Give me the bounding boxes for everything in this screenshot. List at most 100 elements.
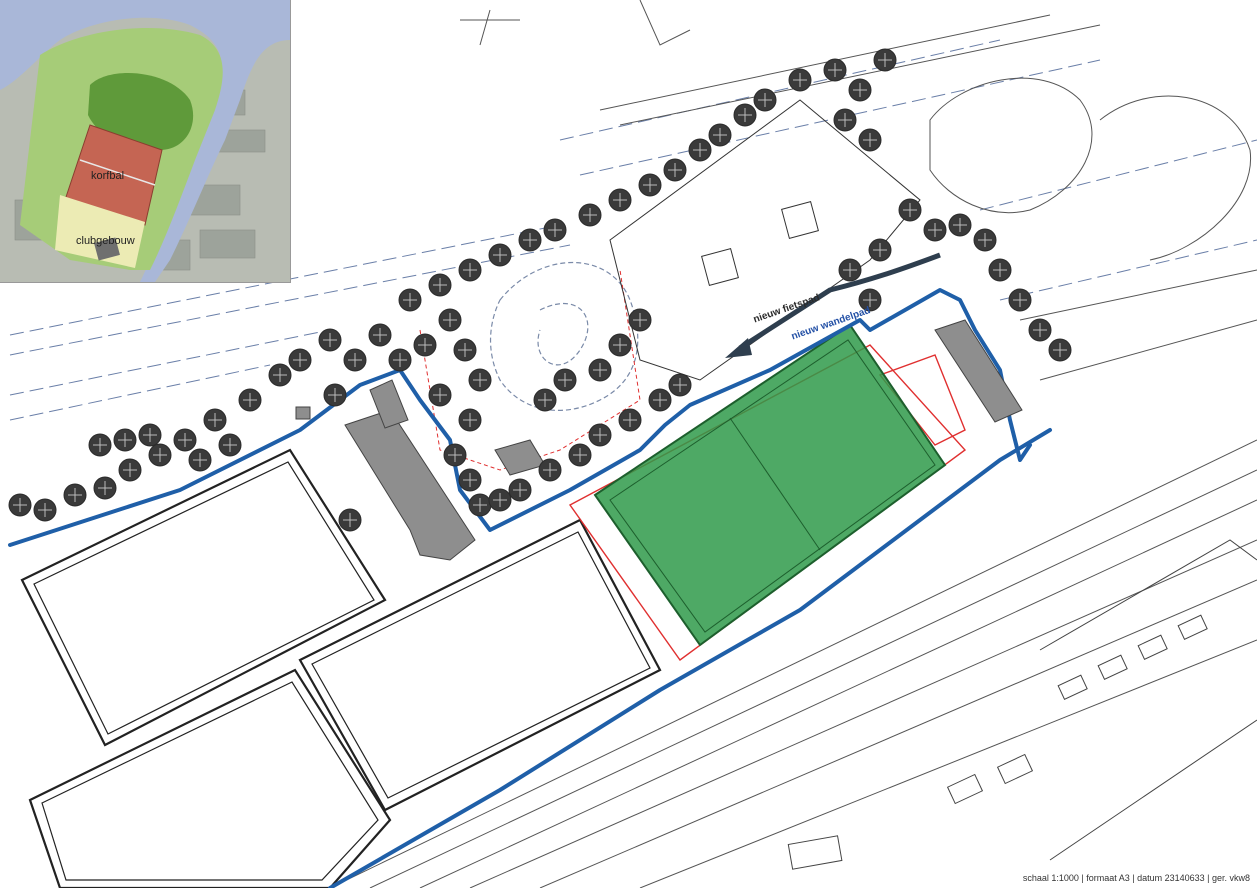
tree-symbol-cross [523,233,537,247]
tree-symbol-cross [548,223,562,237]
tree-symbol-cross [993,263,1007,277]
tree-symbol-cross [153,448,167,462]
tree-symbol-cross [593,428,607,442]
tree-symbol-cross [393,353,407,367]
inset-korfbal-field [64,124,163,226]
tree-symbol-cross [558,373,572,387]
field-2 [298,518,662,812]
tree-symbol-cross [673,378,687,392]
tree-symbol-cross [953,218,967,232]
tree-symbol-cross [348,353,362,367]
buildings [295,319,1023,561]
tree-symbol-cross [193,453,207,467]
inset-rooftops [14,89,266,271]
existing-sport-fields [20,448,662,888]
tree-symbol-cross [418,338,432,352]
park-boundary [419,269,641,471]
tree-symbol-cross [513,483,527,497]
tree-symbol-cross [493,493,507,507]
new-footpath [8,288,1052,888]
park-area [490,261,639,411]
map-footer: schaal 1:1000 | formaat A3 | datum 23140… [1019,872,1253,884]
tree-symbol-cross [473,498,487,512]
tree-symbol-cross [1033,323,1047,337]
tree-symbol-cross [433,278,447,292]
small-building-1 [369,379,409,429]
tree-symbol-cross [13,498,27,512]
tree-symbol-cross [458,343,472,357]
tree-symbol-cross [843,263,857,277]
tree-symbol-cross [38,503,52,517]
new-korfbal-field [593,323,947,647]
tree-symbol-cross [613,338,627,352]
tree-symbol-cross [208,413,222,427]
tree-symbol-cross [243,393,257,407]
tree-symbol-cross [433,388,447,402]
inset-dark-field [88,73,194,150]
tree-symbol-cross [713,128,727,142]
tree-symbol-cross [903,203,917,217]
tree-symbol-cross [693,143,707,157]
tree-symbol-cross [593,363,607,377]
tree-symbol-cross [463,473,477,487]
arrow-icon [725,252,941,358]
clubgebouw-building [344,409,476,561]
inset-clubgebouw-building [94,237,120,261]
tree-symbol-cross [643,178,657,192]
tree-symbol-cross [1053,343,1067,357]
tree-symbol-cross [463,263,477,277]
tree-symbol-cross [373,328,387,342]
tree-symbol-cross [978,233,992,247]
tree-symbol-cross [273,368,287,382]
field-3 [28,668,392,888]
inset-clubgebouw-label: clubgebouw [76,235,135,247]
tree-symbol-cross [443,313,457,327]
tree-symbol-cross [873,243,887,257]
tree-symbol-cross [463,413,477,427]
tree-symbol-cross [573,448,587,462]
tree-symbol-cross [633,313,647,327]
inset-location-map: korfbal clubgebouw [0,0,291,283]
tree-symbol-cross [343,513,357,527]
railway-lines [329,439,1257,888]
tree-symbol-cross [828,63,842,77]
tree-symbol-cross [223,438,237,452]
tree-symbol-cross [1013,293,1027,307]
inset-clubgebouw-area [55,195,145,268]
residential-outlines [787,539,1257,870]
tree-symbol-cross [538,393,552,407]
tree-symbol-cross [98,481,112,495]
tree-symbol-cross [838,113,852,127]
inset-korfbal-label: korfbal [91,170,125,182]
tree-symbol-cross [118,433,132,447]
inset-drawing [0,0,290,282]
tree-symbol-cross [543,463,557,477]
tree-symbol-cross [583,208,597,222]
tree-symbol-cross [863,133,877,147]
tree-symbol-cross [143,428,157,442]
tree-symbol-cross [473,373,487,387]
tree-symbols [8,48,1072,532]
inset-field-divider [79,159,156,186]
tree-symbol-cross [403,293,417,307]
open-square [609,99,921,381]
park-building [494,439,546,476]
inset-water [0,0,290,282]
tree-symbol-cross [853,83,867,97]
small-shelter [295,406,311,420]
tree-symbol-cross [653,393,667,407]
tree-symbol-cross [293,353,307,367]
pond-outline [929,77,1252,261]
tree-symbol-cross [123,463,137,477]
field-1 [20,448,387,747]
tree-symbol-cross [493,248,507,262]
tree-symbol-cross [613,193,627,207]
tree-symbol-cross [863,293,877,307]
tree-symbol-cross [328,388,342,402]
tree-symbol-cross [668,163,682,177]
road-lines-solid [460,0,1257,381]
tree-symbol-cross [178,433,192,447]
tree-symbol-cross [793,73,807,87]
